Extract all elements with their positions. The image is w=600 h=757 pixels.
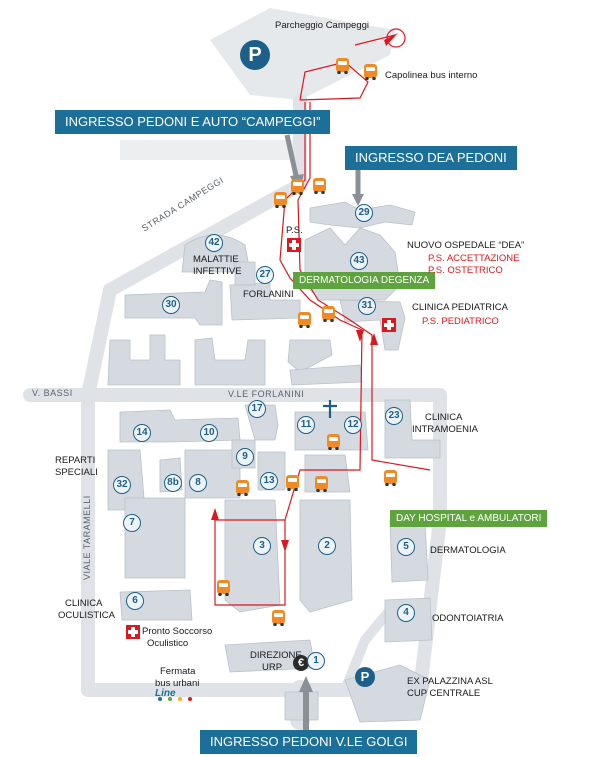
- ps-cross-icon: [287, 238, 301, 252]
- building-30: 30: [162, 296, 180, 314]
- clinica-oculistica-label-1: CLINICA: [65, 598, 103, 609]
- building-10: 10: [200, 424, 218, 442]
- bus-icon: [336, 58, 349, 74]
- ps-accettazione-label: P.S. ACCETTAZIONE: [428, 253, 520, 264]
- ps-label: P.S.: [286, 225, 303, 236]
- pronto-soccorso-cross-icon: [126, 625, 140, 639]
- v-bassi-label: V. BASSI: [32, 388, 73, 398]
- bus-icon: [364, 64, 377, 80]
- building-1: 1: [307, 652, 325, 670]
- day-hospital-banner: DAY HOSPITAL e AMBULATORI: [390, 510, 548, 527]
- pronto-soccorso-label-2: Oculistico: [147, 638, 189, 649]
- building-4: 4: [397, 604, 415, 622]
- dermatologia-degenza-banner: DERMATOLOGIA DEGENZA: [293, 272, 436, 289]
- fermata-label-1: Fermata: [160, 666, 196, 677]
- line-logo: Line: [155, 688, 176, 699]
- euro-icon: €: [293, 655, 309, 671]
- building-11: 11: [297, 416, 315, 434]
- bus-icon: [384, 470, 397, 486]
- clinica-oculistica-label-2: OCULISTICA: [58, 610, 116, 621]
- odontoiatria-label: ODONTOIATRIA: [432, 613, 504, 624]
- viale-taramelli-label: VIALE TARAMELLI: [82, 495, 92, 580]
- ps-pediatrico-label: P.S. PEDIATRICO: [422, 316, 499, 327]
- nuovo-ospedale-label: NUOVO OSPEDALE “DEA”: [407, 240, 525, 251]
- building-9: 9: [236, 448, 254, 466]
- building-27: 27: [256, 266, 274, 284]
- parking-symbol-2: P: [355, 667, 375, 687]
- clinica-intramoenia-label: CLINICA: [425, 412, 463, 423]
- building-3: 3: [253, 537, 271, 555]
- entrance-golgi-banner: INGRESSO PEDONI V.LE GOLGI: [200, 730, 418, 754]
- building-14: 14: [133, 424, 151, 442]
- clinica-pediatrica-label: CLINICA PEDIATRICA: [412, 302, 508, 313]
- entrance-campeggi-banner: INGRESSO PEDONI E AUTO “CAMPEGGI”: [55, 110, 331, 134]
- fermata-label-2: bus urbani: [155, 678, 200, 689]
- bus-icon: [236, 480, 249, 496]
- forlanini-label: FORLANINI: [243, 289, 294, 300]
- dermatologia-label: DERMATOLOGIA: [430, 545, 506, 556]
- urp-label: URP: [262, 662, 283, 673]
- ps-pediatrico-cross-icon: [382, 318, 396, 332]
- reparti-label: REPARTI: [55, 455, 96, 466]
- building-12: 12: [344, 416, 362, 434]
- building-42: 42: [205, 234, 223, 252]
- ps-ostetrico-label: P.S. OSTETRICO: [428, 265, 503, 276]
- building-7: 7: [123, 514, 141, 532]
- building-2: 2: [318, 537, 336, 555]
- intramoenia-label: INTRAMOENIA: [412, 424, 478, 435]
- bus-icon: [298, 312, 311, 328]
- bus-icon: [272, 610, 285, 626]
- entrance-dea-banner: INGRESSO DEA PEDONI: [345, 146, 517, 170]
- parking-label: Parcheggio Campeggi: [275, 20, 370, 31]
- bus-icon: [286, 475, 299, 491]
- bus-icon: [322, 306, 335, 322]
- bus-icon: [327, 434, 340, 450]
- building-13: 13: [260, 472, 278, 490]
- building-31: 31: [358, 297, 376, 315]
- building-5: 5: [397, 538, 415, 556]
- infettive-label: INFETTIVE: [193, 266, 242, 277]
- building-8: 8: [189, 474, 207, 492]
- pronto-soccorso-label-1: Pronto Soccorso: [142, 626, 213, 637]
- bus-icon: [217, 580, 230, 596]
- building-17: 17: [248, 400, 266, 418]
- building-29: 29: [355, 204, 373, 222]
- malattie-label: MALATTIE: [193, 254, 239, 265]
- bus-icon: [313, 178, 326, 194]
- parking-symbol: P: [240, 40, 270, 70]
- building-43: 43: [350, 252, 368, 270]
- building-6: 6: [126, 592, 144, 610]
- building-32: 32: [113, 476, 131, 494]
- bus-icon: [315, 476, 328, 492]
- parking-area: [210, 8, 395, 100]
- building-23: 23: [385, 407, 403, 425]
- shuttle-label: Capolinea bus interno: [385, 70, 478, 81]
- bus-icon: [291, 179, 304, 195]
- building-8b: 8b: [164, 474, 182, 492]
- cup-centrale-label: CUP CENTRALE: [407, 688, 481, 699]
- direzione-label: DIREZIONE: [250, 650, 302, 661]
- bus-icon: [274, 192, 287, 208]
- speciali-label: SPECIALI: [55, 467, 98, 478]
- vle-forlanini-label: V.LE FORLANINI: [228, 389, 305, 399]
- ex-palazzina-label: EX PALAZZINA ASL: [407, 676, 493, 687]
